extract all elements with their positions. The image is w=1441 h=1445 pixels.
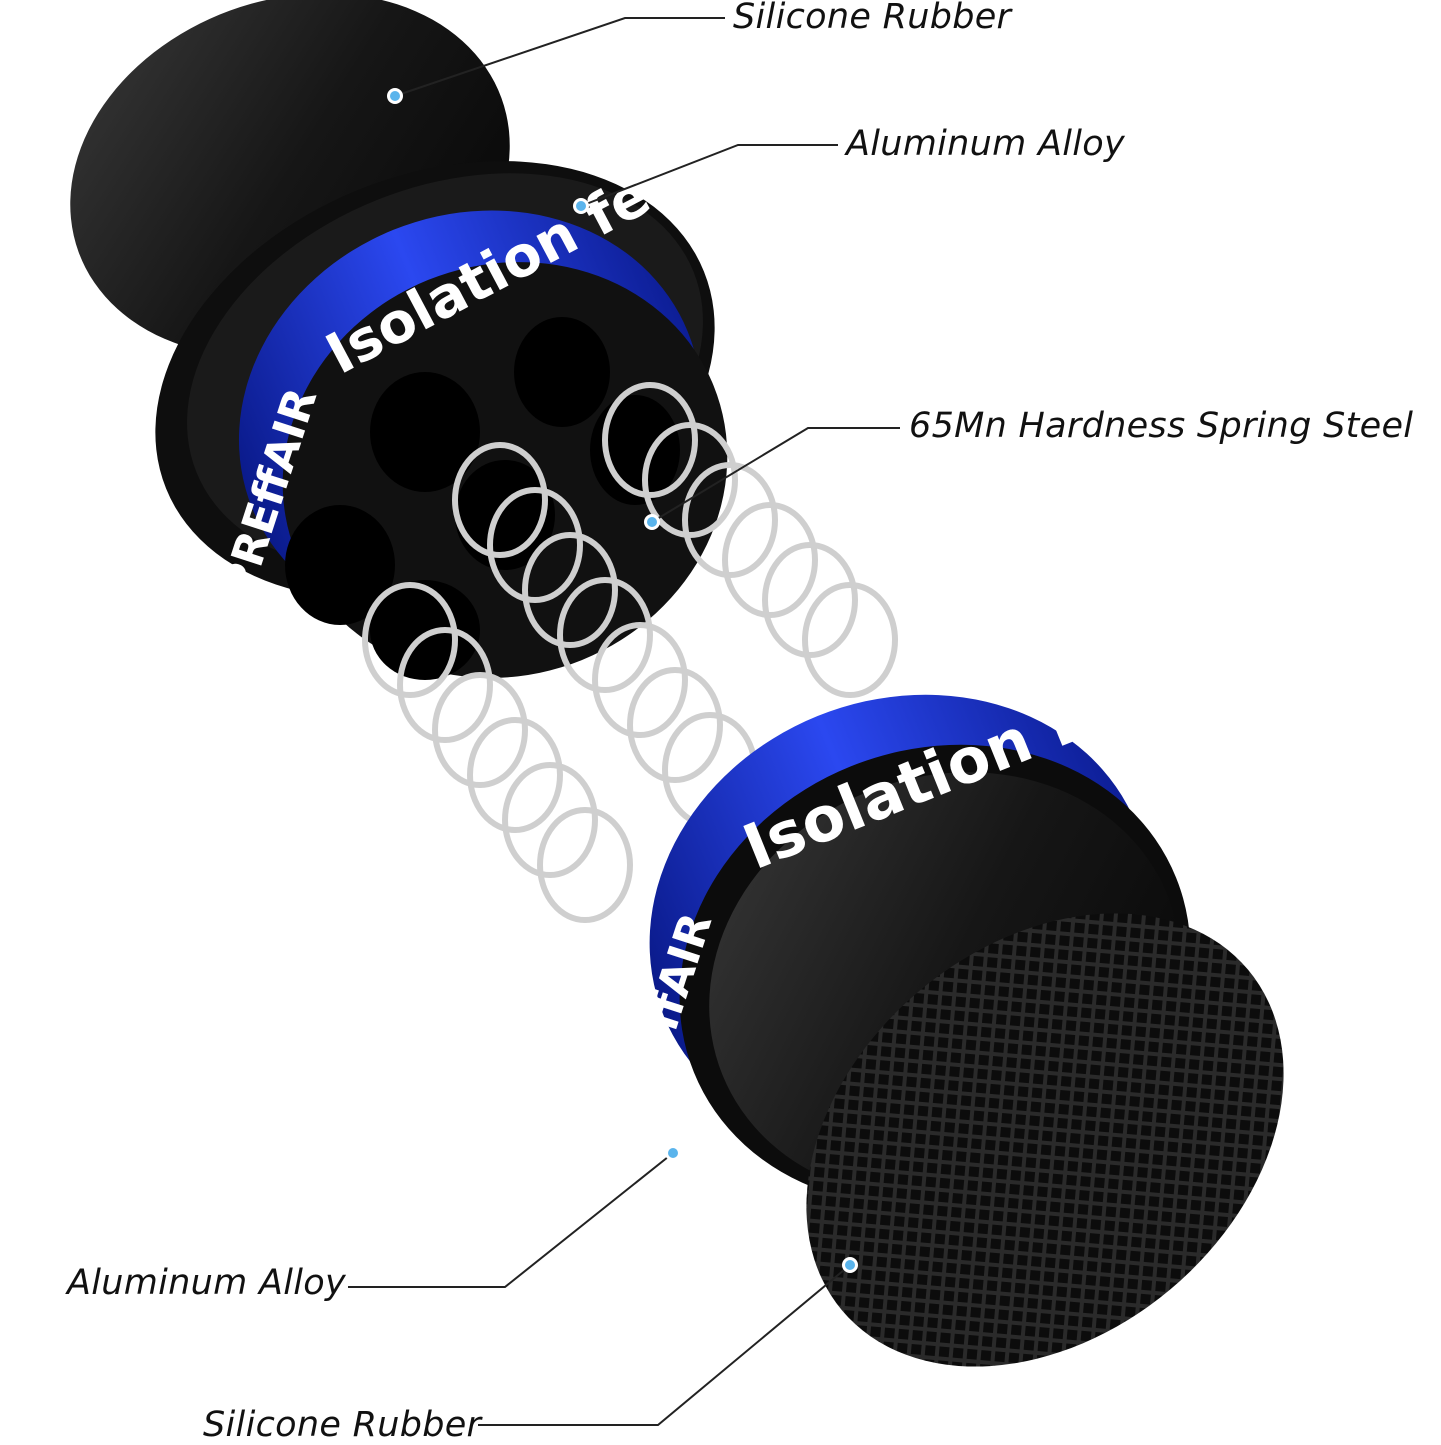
leader-spring	[651, 427, 900, 523]
leader-top-silicone	[394, 17, 725, 97]
leader-lines	[348, 17, 900, 1426]
marker-dots	[387, 88, 858, 1273]
label-top-aluminum-alloy: Aluminum Alloy	[846, 124, 1125, 164]
label-top-silicone-rubber: Silicone Rubber	[733, 0, 1012, 37]
spring-3	[362, 582, 633, 923]
label-bottom-silicone-rubber: Silicone Rubber	[203, 1405, 482, 1445]
label-bottom-aluminum-alloy: Aluminum Alloy	[67, 1263, 346, 1303]
spring-1	[602, 382, 898, 698]
bottom-silicone-pad	[806, 913, 1284, 1367]
leader-top-aluminum	[580, 144, 838, 207]
label-spring-steel: 65Mn Hardness Spring Steel	[909, 406, 1414, 446]
springs	[362, 382, 898, 923]
leader-bottom-aluminum	[348, 1152, 674, 1288]
leader-bottom-silicone	[478, 1264, 851, 1426]
top-aluminum-housing	[155, 161, 728, 680]
